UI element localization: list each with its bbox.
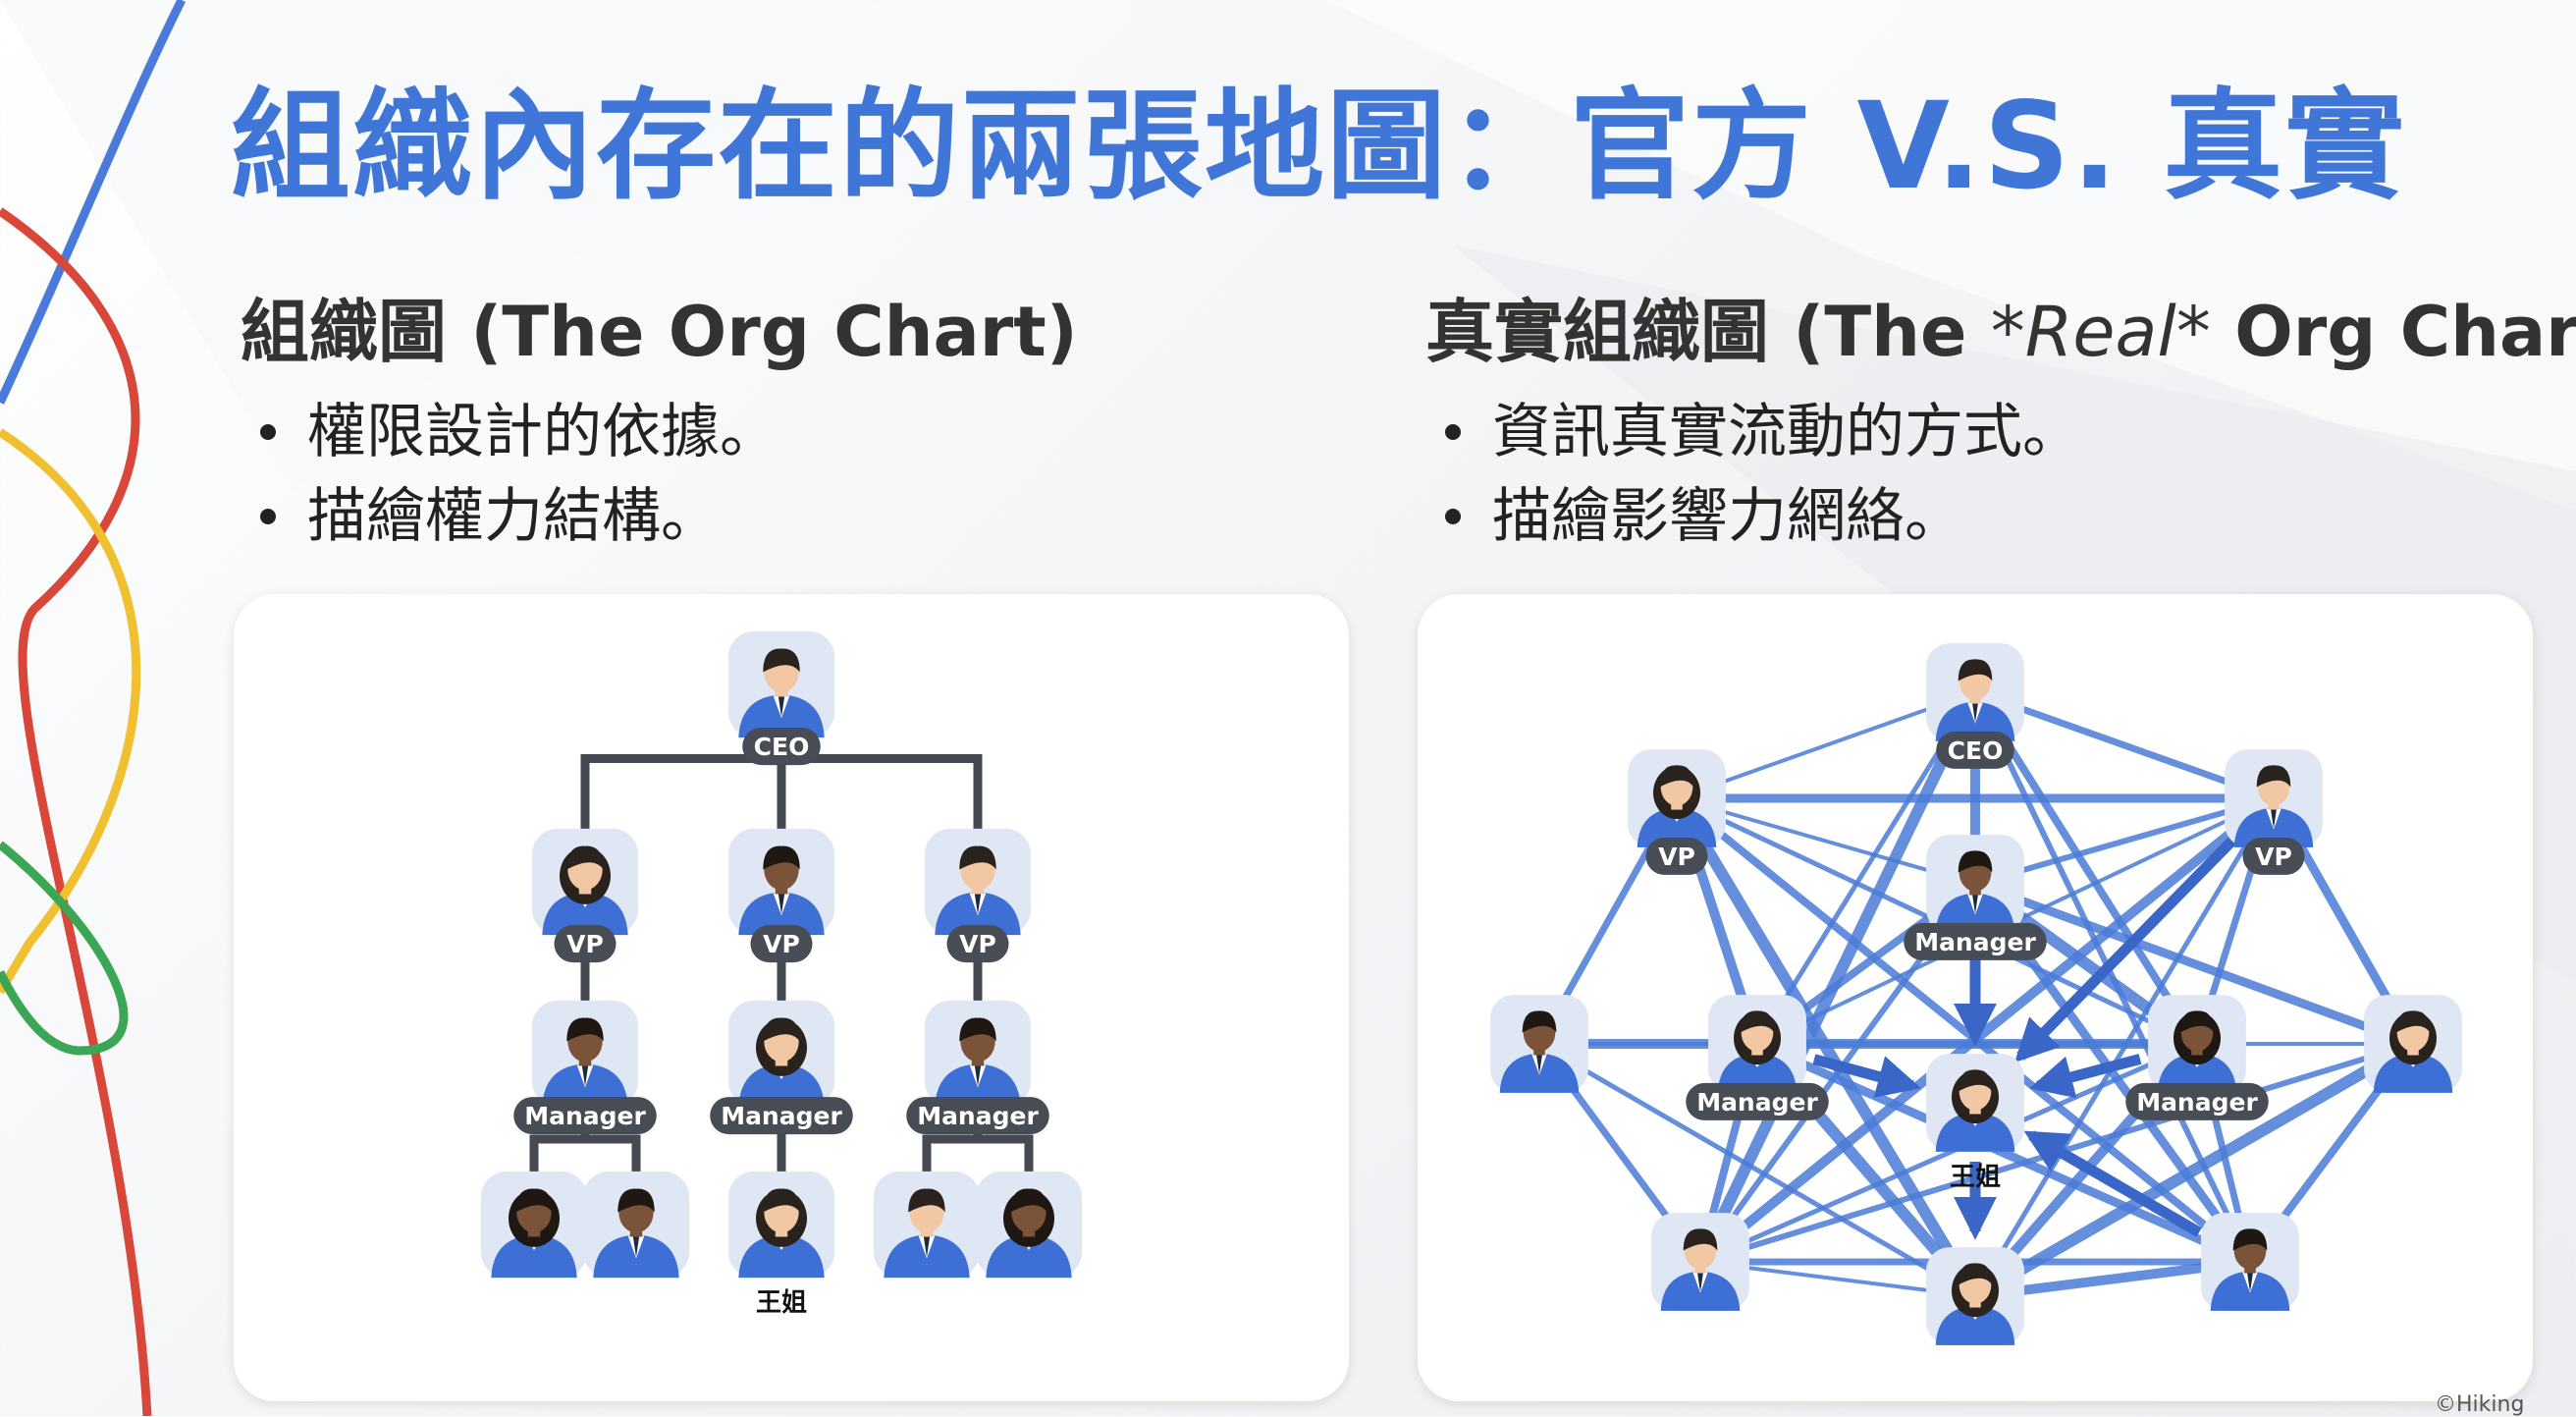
- person-avatar-pbr: [2201, 1213, 2299, 1311]
- person-avatar-mg2: Manager: [710, 1000, 853, 1135]
- red-ribbon: [0, 207, 152, 1416]
- real-heading-prefix: 真實組織圖 (The: [1425, 292, 1991, 372]
- network-edge: [1694, 686, 1981, 1268]
- name-label: 王姐: [756, 1288, 807, 1318]
- role-label-pill: [2125, 1082, 2269, 1120]
- person-avatar-hub: 王姐: [1926, 1054, 2024, 1192]
- role-label: Manager: [721, 1102, 842, 1130]
- person-avatar-e3: 王姐: [727, 1171, 835, 1318]
- role-label-pill: [513, 1097, 657, 1135]
- person-avatar-e1: [480, 1171, 588, 1279]
- network-edge: [1972, 795, 2277, 887]
- role-label-pill: [1936, 731, 2014, 769]
- bullet-item: 描繪影響力網絡。: [1425, 474, 2081, 559]
- role-label-pill: [554, 925, 617, 963]
- network-edge: [1675, 690, 1977, 800]
- role-label-pill: [1645, 837, 1708, 875]
- network-edge: [1536, 1041, 1978, 1299]
- name-label: 王姐: [1950, 1163, 2001, 1192]
- role-label: Manager: [2136, 1088, 2258, 1117]
- person-avatar-pfl: [1490, 995, 1588, 1093]
- person-avatar-ceo: CEO: [1926, 643, 2024, 769]
- person-avatar-pbl: [1651, 1213, 1749, 1311]
- real-org-chart-heading: 真實組織圖 (The *Real* Org Chart): [1425, 295, 2576, 370]
- blue-ribbon: [0, 0, 187, 405]
- person-avatar-pbc: [1926, 1247, 2024, 1345]
- official-org-chart-panel: CEO VP VP VP Manager Manager Manager 王姐: [234, 594, 1349, 1401]
- role-label-pill: [750, 925, 813, 963]
- person-avatar-mgr: Manager: [2125, 995, 2269, 1120]
- network-edge: [1675, 796, 1977, 886]
- network-edge: [1970, 879, 2418, 1049]
- role-label: VP: [763, 930, 800, 958]
- flow-arrow: [2014, 836, 2236, 1063]
- network-edge: [1697, 1041, 2200, 1265]
- person-avatar-mg3: Manager: [906, 1000, 1049, 1135]
- bullet-item: 權限設計的依據。: [241, 390, 778, 474]
- role-label: Manager: [524, 1102, 646, 1130]
- role-label: VP: [2255, 843, 2292, 871]
- person-avatar-vp2: VP: [727, 828, 835, 963]
- role-label-pill: [2242, 837, 2305, 875]
- corner-watermark: ©Hiking: [2435, 1392, 2525, 1417]
- page-title: 組織內存在的兩張地圖：官方 V.S. 真實: [231, 77, 2407, 216]
- network-edge: [1969, 1038, 2419, 1302]
- person-avatar-vpl: VP: [1628, 749, 1726, 875]
- org-chart-heading: 組織圖 (The Org Chart): [241, 292, 1078, 372]
- role-label-pill: [1904, 922, 2047, 960]
- green-ribbon: [0, 841, 129, 1056]
- role-label-pill: [742, 728, 821, 766]
- person-avatar-e4: [873, 1171, 981, 1279]
- role-label-pill: [710, 1097, 853, 1135]
- network-edge: [1752, 1039, 2255, 1267]
- role-label-pill: [946, 925, 1009, 963]
- person-avatar-e5: [975, 1171, 1083, 1279]
- role-label: VP: [959, 930, 996, 958]
- real-org-chart-bullets: 資訊真實流動的方式。 描繪影響力網絡。: [1425, 390, 2081, 559]
- person-avatar-mgc: Manager: [1904, 835, 2047, 960]
- official-org-chart-diagram: CEO VP VP VP Manager Manager Manager 王姐: [480, 630, 1083, 1318]
- person-avatar-vpr: VP: [2225, 749, 2323, 875]
- real-heading-suffix: Org Chart): [2234, 292, 2576, 372]
- role-label: Manager: [917, 1102, 1039, 1130]
- real-heading-emphasis: *Real*: [1990, 292, 2211, 372]
- role-label: VP: [566, 930, 604, 958]
- bullet-item: 描繪權力結構。: [241, 474, 778, 559]
- role-label: CEO: [1948, 736, 2004, 765]
- person-avatar-pfr: [2364, 995, 2462, 1093]
- person-avatar-ceo: CEO: [727, 630, 835, 766]
- role-label-pill: [906, 1097, 1049, 1135]
- flow-arrow: [2023, 1130, 2202, 1237]
- bullet-item: 資訊真實流動的方式。: [1425, 390, 2081, 474]
- information-flow-arrows: [1812, 836, 2236, 1240]
- person-avatar-mg1: Manager: [513, 1000, 657, 1135]
- person-avatar-mgl: Manager: [1686, 995, 1829, 1120]
- network-edge: [1971, 688, 2278, 802]
- flow-arrow: [1812, 1054, 1921, 1098]
- role-label-pill: [1686, 1082, 1829, 1120]
- role-label: VP: [1658, 843, 1695, 871]
- person-avatar-vp3: VP: [924, 828, 1032, 963]
- person-avatar-e2: [582, 1171, 690, 1279]
- person-avatar-vp1: VP: [531, 828, 639, 963]
- yellow-ribbon: [0, 428, 141, 995]
- flow-arrow: [2029, 1054, 2142, 1099]
- role-label: Manager: [1914, 928, 2036, 956]
- org-chart-bullets: 權限設計的依據。 描繪權力結構。: [241, 390, 778, 559]
- role-label: Manager: [1696, 1088, 1818, 1117]
- role-label: CEO: [754, 733, 810, 761]
